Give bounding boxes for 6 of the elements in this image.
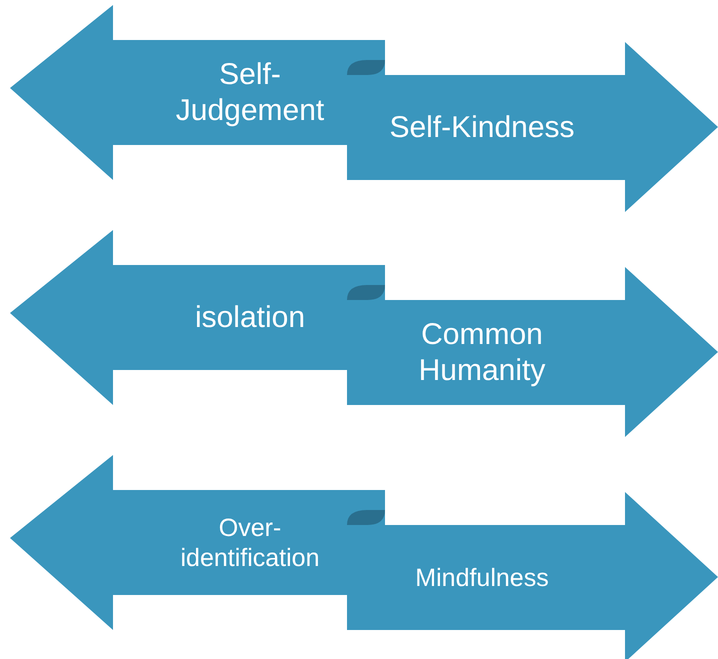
arrow-label: Mindfulness xyxy=(414,562,550,594)
arrow-label: Common Humanity xyxy=(418,316,546,388)
arrow-label: Self-Judgement xyxy=(174,56,326,128)
arrow-label: isolation xyxy=(194,300,306,336)
arrow-label: Self-Kindness xyxy=(388,110,576,146)
arrow-label: Over-identification xyxy=(180,512,320,574)
